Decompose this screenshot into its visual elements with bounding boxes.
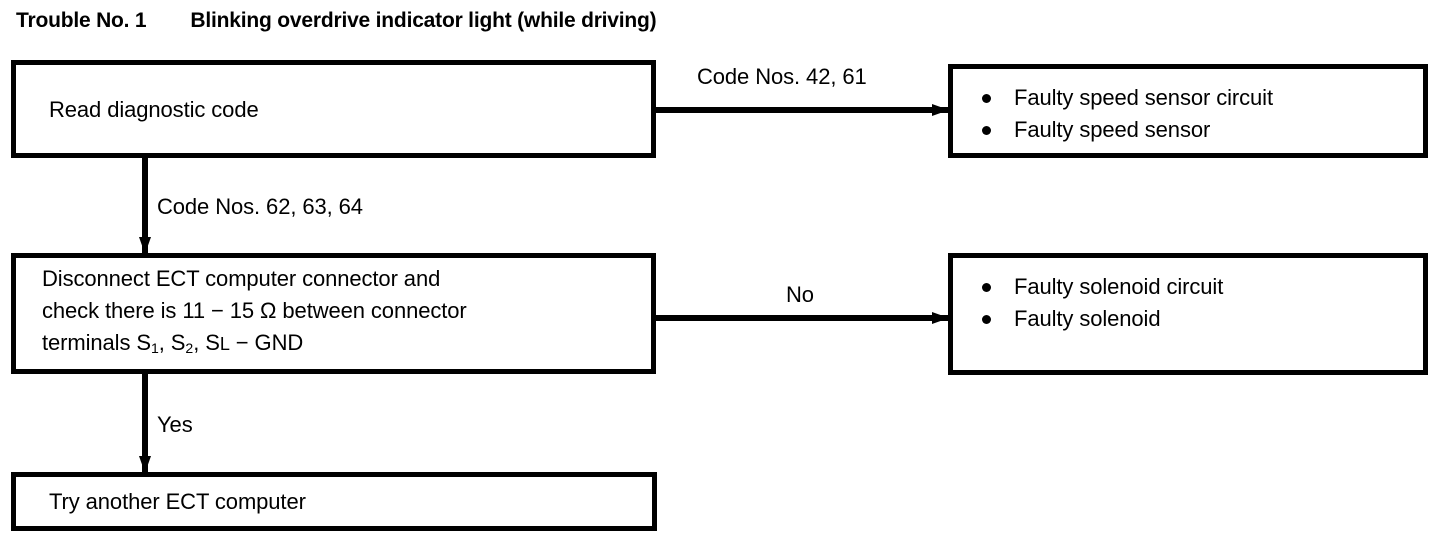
line3-part-b: , S xyxy=(158,329,186,355)
edge-label-code-42-61: Code Nos. 42, 61 xyxy=(697,64,867,89)
list-item: Faulty speed sensor circuit xyxy=(979,82,1413,114)
line3-part-a: terminals S xyxy=(42,329,151,355)
list-item-label: Faulty speed sensor circuit xyxy=(1014,85,1273,110)
bullet-dot-icon xyxy=(982,315,991,324)
edge-arrow-code-42-61 xyxy=(655,104,949,116)
node-try-another-ect-computer: Try another ECT computer xyxy=(11,472,657,531)
list-item: Faulty solenoid xyxy=(979,303,1413,335)
page-title: Trouble No. 1 Blinking overdrive indicat… xyxy=(16,6,657,36)
trouble-number-label: Trouble No. 1 xyxy=(16,9,147,32)
node-read-diagnostic-code-text: Read diagnostic code xyxy=(49,96,259,122)
node-text-line-3: terminals S1, S2, SL − GND xyxy=(42,327,643,364)
trouble-description: Blinking overdrive indicator light (whil… xyxy=(190,9,657,32)
bullet-dot-icon xyxy=(982,126,991,135)
node-read-diagnostic-code: Read diagnostic code xyxy=(11,60,656,158)
list-item-label: Faulty speed sensor xyxy=(1014,117,1211,142)
list-item-label: Faulty solenoid xyxy=(1014,306,1161,331)
node-speed-sensor-faults: Faulty speed sensor circuit Faulty speed… xyxy=(948,64,1428,158)
arrow-head-icon xyxy=(139,237,151,254)
solenoid-fault-list: Faulty solenoid circuit Faulty solenoid xyxy=(953,271,1423,335)
terminal-s1-subscript: 1 xyxy=(150,340,159,357)
node-disconnect-ect-connector-text: Disconnect ECT computer connector and ch… xyxy=(16,263,651,364)
edge-arrow-yes xyxy=(139,374,151,473)
arrow-head-icon xyxy=(139,456,151,473)
edge-label-yes: Yes xyxy=(157,412,193,437)
node-disconnect-ect-connector: Disconnect ECT computer connector and ch… xyxy=(11,253,656,374)
node-solenoid-faults: Faulty solenoid circuit Faulty solenoid xyxy=(948,253,1428,375)
list-item-label: Faulty solenoid circuit xyxy=(1014,274,1224,299)
edge-label-code-62-63-64: Code Nos. 62, 63, 64 xyxy=(157,194,363,219)
line2-part-b: between connector xyxy=(276,297,467,323)
ohm-symbol: Ω xyxy=(260,297,277,323)
list-item: Faulty speed sensor xyxy=(979,114,1413,146)
node-text-line-1: Disconnect ECT computer connector and xyxy=(42,265,441,291)
node-text-line-2: check there is 11 − 15 Ω between connect… xyxy=(42,295,643,327)
bullet-dot-icon xyxy=(982,94,991,103)
arrow-head-icon xyxy=(932,312,949,324)
edge-arrow-code-62-63-64 xyxy=(139,157,151,254)
edge-label-no: No xyxy=(786,282,814,307)
bullet-dot-icon xyxy=(982,283,991,292)
terminal-sl-suffix: L xyxy=(219,333,230,354)
node-try-another-ect-computer-text: Try another ECT computer xyxy=(49,489,306,514)
line2-part-a: check there is 11 − 15 xyxy=(42,297,261,323)
line3-part-d: − GND xyxy=(229,329,304,355)
list-item: Faulty solenoid circuit xyxy=(979,271,1413,303)
terminal-s2-subscript: 2 xyxy=(185,340,194,357)
line3-part-c: , S xyxy=(193,329,220,355)
speed-sensor-fault-list: Faulty speed sensor circuit Faulty speed… xyxy=(953,82,1423,146)
edge-arrow-no xyxy=(655,312,949,324)
arrow-head-icon xyxy=(932,104,949,116)
